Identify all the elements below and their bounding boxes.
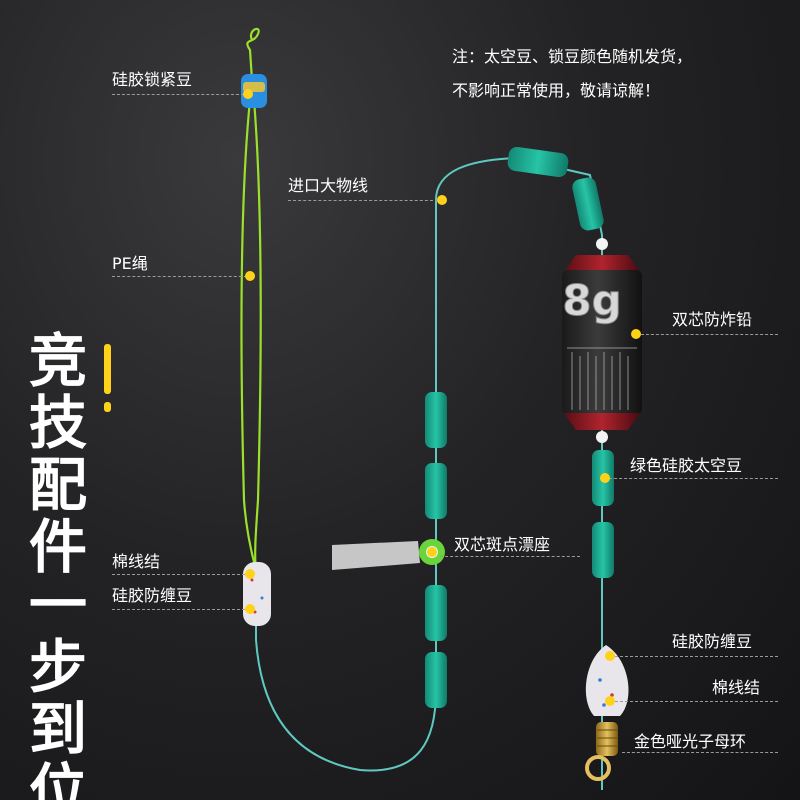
gold-swivel [585,722,618,781]
silicone-lock-bead [241,74,267,108]
leader-line [288,200,438,201]
space-beans-left [425,392,447,708]
label-gold-swivel: 金色哑光子母环 [634,732,747,751]
marker-dot [243,89,253,99]
label-green-space-bean: 绿色硅胶太空豆 [630,456,743,475]
marker-dot [245,271,255,281]
leader-line [636,334,778,335]
slogan-part-1: 竞技配件 [18,330,98,578]
pe-rope [240,27,262,571]
leader-line [622,752,778,753]
slogan-part-2-text: 一步到位 [28,571,87,800]
space-beans-top [507,146,604,231]
marker-dot [427,547,437,557]
marker-dot [245,604,255,614]
anti-tangle-bead-right [585,645,629,716]
marker-dot [437,195,447,205]
notice-text: 注：太空豆、锁豆颜色随机发货， 不影响正常使用，敬请谅解！ [452,40,692,108]
leader-line [604,478,778,479]
leader-line [610,701,778,702]
leader-line [112,276,252,277]
main-line [255,156,603,790]
marker-dot [605,651,615,661]
label-cotton-knot-left: 棉线结 [112,552,161,571]
leader-line [440,556,580,557]
label-pe-rope: PE绳 [112,254,148,273]
label-double-core-sinker: 双芯防炸铅 [672,310,753,329]
leader-line [112,94,244,95]
label-cotton-knot-right: 棉线结 [712,678,761,697]
label-silicone-anti-tangle-right: 硅胶防缠豆 [672,632,753,651]
leader-line [112,574,250,575]
leader-line [112,609,250,610]
slogan-part-1-text: 竞技配件 [28,327,87,581]
marker-dot [605,696,615,706]
marker-dot [245,569,255,579]
double-core-sinker [562,238,642,443]
label-double-core-float-seat: 双芯斑点漂座 [454,535,551,554]
marker-dot [600,473,610,483]
sinker-weight-text: 8g [562,276,622,326]
slogan-accent-bar [104,344,111,394]
notice-line-1: 注：太空豆、锁豆颜色随机发货， [452,47,693,66]
leader-line [610,656,778,657]
label-silicone-lock-bead: 硅胶锁紧豆 [112,70,193,89]
label-silicone-anti-tangle-left: 硅胶防缠豆 [112,586,193,605]
label-imported-line: 进口大物线 [288,176,369,195]
slogan-accent-dot [104,402,111,412]
marker-dot [631,329,641,339]
slogan-part-2: 一步到位 [18,574,98,800]
notice-line-2: 不影响正常使用，敬请谅解！ [452,81,661,100]
